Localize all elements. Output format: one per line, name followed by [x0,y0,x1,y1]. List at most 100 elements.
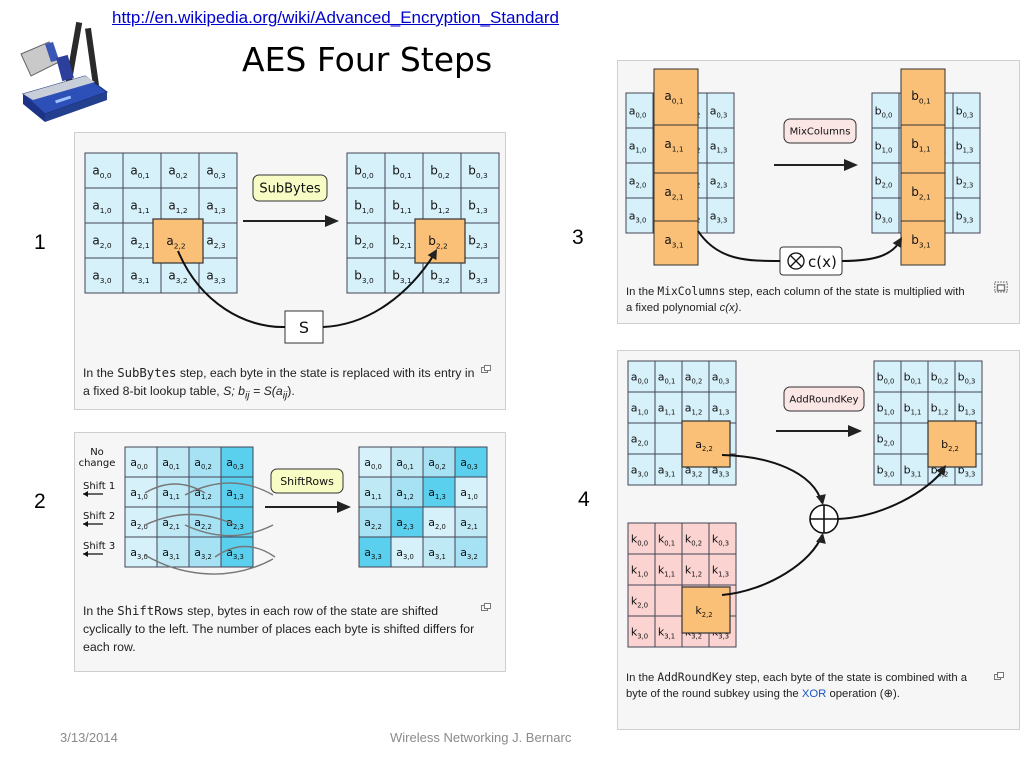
state-cell [708,553,737,586]
shift-arrow-head [83,551,88,557]
state-cell [220,476,254,508]
arrow-head [816,494,826,505]
mix-input-curve [697,230,781,262]
state-cell [708,360,737,393]
state-cell [625,162,654,199]
state-cell [358,446,392,478]
step-number-4: 4 [578,488,590,511]
state-cell [454,506,488,538]
state-cell [198,257,238,294]
arrow-head [848,425,862,437]
state-cell [706,127,735,164]
state-cell [460,257,500,294]
footer-date: 3/13/2014 [60,730,118,745]
arrow-head [337,501,351,513]
state-cell [124,446,158,478]
state-cell [873,360,902,393]
xor-to-output-curve [837,468,945,520]
shift-curve [144,554,274,575]
subbytes-input-byte [152,218,204,264]
mixcolumns-panel: a0,0a0,2a0,3a1,0a1,2a1,3a2,0a2,2a2,3a3,0… [617,60,1020,324]
state-cell [422,476,456,508]
state-cell [954,360,983,393]
addroundkey-diagram: a0,0a0,1a0,2a0,3a1,0a1,1a1,2a1,3a2,0a2,3… [627,360,983,648]
state-cell [220,536,254,568]
state-cell [358,476,392,508]
state-cell [358,536,392,568]
state-cell [627,553,656,586]
shift-curve [144,513,236,526]
shift-curve [184,524,274,537]
state-cell [422,506,456,538]
state-cell [160,187,200,224]
shift-row-label: Shift 2 [83,511,115,522]
state-cell [122,187,162,224]
sbox-label: S [299,318,309,337]
polynomial-label: c(x) [808,253,837,271]
state-cell [708,522,737,555]
arrow-head [325,215,339,227]
enlarge-icon[interactable] [994,281,1008,293]
state-cell [384,187,424,224]
state-cell [681,391,710,424]
state-cell [454,536,488,568]
state-cell [654,453,683,486]
sbox-input-curve [177,250,286,329]
mixcolumns-caption: In the MixColumns step, each column of t… [626,285,965,314]
shift-row-label: Shift 3 [83,541,115,552]
state-cell [384,152,424,189]
state-cell [422,536,456,568]
enlarge-icon[interactable] [481,603,491,611]
shiftrows-caption: In the ShiftRows step, bytes in each row… [83,604,475,654]
arrow-head [844,159,858,171]
mixcolumns-op-box [783,118,857,144]
state-cell [681,360,710,393]
state-cell [198,152,238,189]
addroundkey-op-box-label: AddRoundKey [789,395,858,406]
shift-curve [214,545,276,558]
state-cell [390,536,424,568]
arrow-head [892,237,902,249]
state-cell [654,422,683,455]
addroundkey-output-byte [927,420,977,468]
subbytes-op-box [252,174,328,202]
state-cell [654,553,683,586]
router-image [20,21,109,122]
sbox-output-curve [322,252,436,328]
state-cell [460,152,500,189]
state-cell [871,162,900,199]
state-cell [654,584,683,617]
addroundkey-op-box [783,386,865,412]
xor-link[interactable]: XOR [801,688,827,700]
state-cell [160,152,200,189]
enlarge-icon[interactable] [481,365,491,373]
slide-title: AES Four Steps [242,40,493,79]
state-cell [625,127,654,164]
subbytes-output-byte [414,218,466,264]
state-cell [188,536,222,568]
state-cell [952,197,981,234]
enlarge-icon[interactable] [994,672,1004,680]
addroundkey-panel: a0,0a0,1a0,2a0,3a1,0a1,1a1,2a1,3a2,0a2,3… [617,350,1020,730]
shiftrows-op-box-label: ShiftRows [280,475,334,488]
mixcolumns-input-column [653,68,699,266]
state-cell [900,453,929,486]
state-cell [627,391,656,424]
state-cell [122,257,162,294]
shift-arrow-head [83,521,88,527]
state-cell [198,222,238,259]
key-to-xor-curve [721,534,823,596]
mix-output-curve [841,238,902,262]
state-cell [654,391,683,424]
state-cell [706,92,735,129]
state-cell [871,92,900,129]
state-cell [220,446,254,478]
source-url-link[interactable]: http://en.wikipedia.org/wiki/Advanced_En… [112,8,559,27]
arrow-head [816,533,826,544]
state-cell [871,197,900,234]
subbytes-op-box-label: SubBytes [259,182,320,197]
state-cell [627,584,656,617]
state-cell [900,422,929,455]
state-cell [188,476,222,508]
